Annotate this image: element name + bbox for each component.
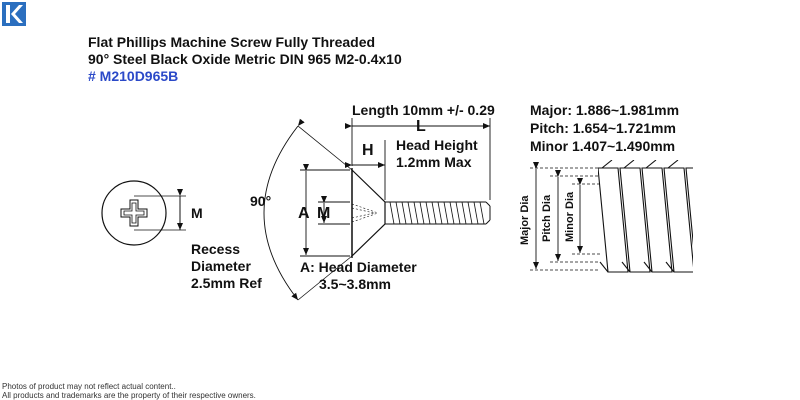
head-top-view — [101, 180, 186, 246]
thread-m-symbol: M — [317, 205, 331, 222]
recess-label-line2: Diameter — [191, 258, 251, 274]
product-title-line1: Flat Phillips Machine Screw Fully Thread… — [88, 34, 376, 50]
recess-m-label: M — [191, 205, 203, 221]
footer-trademark: All products and trademarks are the prop… — [2, 391, 256, 400]
minor-dia-label: Minor Dia — [564, 191, 576, 242]
pitch-dia-label: Pitch Dia — [541, 194, 553, 242]
footer-disclaimer: Photos of product may not reflect actual… — [2, 382, 176, 391]
angle-label: 90° — [250, 193, 272, 209]
product-title-line2: 90° Steel Black Oxide Metric DIN 965 M2-… — [88, 51, 402, 67]
head-diameter-title: A: Head Diameter — [300, 259, 417, 275]
recess-label-line1: Recess — [191, 241, 241, 257]
thread-minor: Minor 1.407~1.490mm — [530, 138, 676, 154]
recess-label-line3: 2.5mm Ref — [191, 275, 262, 291]
screw-side-view — [351, 168, 491, 258]
phillips-recess — [120, 199, 148, 227]
head-diameter-symbol: A — [298, 205, 310, 222]
thread-major: Major: 1.886~1.981mm — [530, 102, 680, 118]
length-symbol: L — [416, 118, 426, 135]
head-height-title: Head Height — [396, 137, 478, 153]
part-number: # M210D965B — [88, 68, 179, 84]
major-dia-label: Major Dia — [519, 195, 531, 245]
head-height-symbol: H — [362, 142, 374, 159]
kinsmen-logo-icon — [2, 2, 26, 26]
head-height-value: 1.2mm Max — [396, 154, 472, 170]
length-label: Length 10mm +/- 0.29 — [352, 102, 495, 118]
thread-pitch: Pitch: 1.654~1.721mm — [530, 120, 676, 136]
thread-detail — [530, 160, 693, 273]
head-diameter-value: 3.5~3.8mm — [319, 276, 391, 292]
